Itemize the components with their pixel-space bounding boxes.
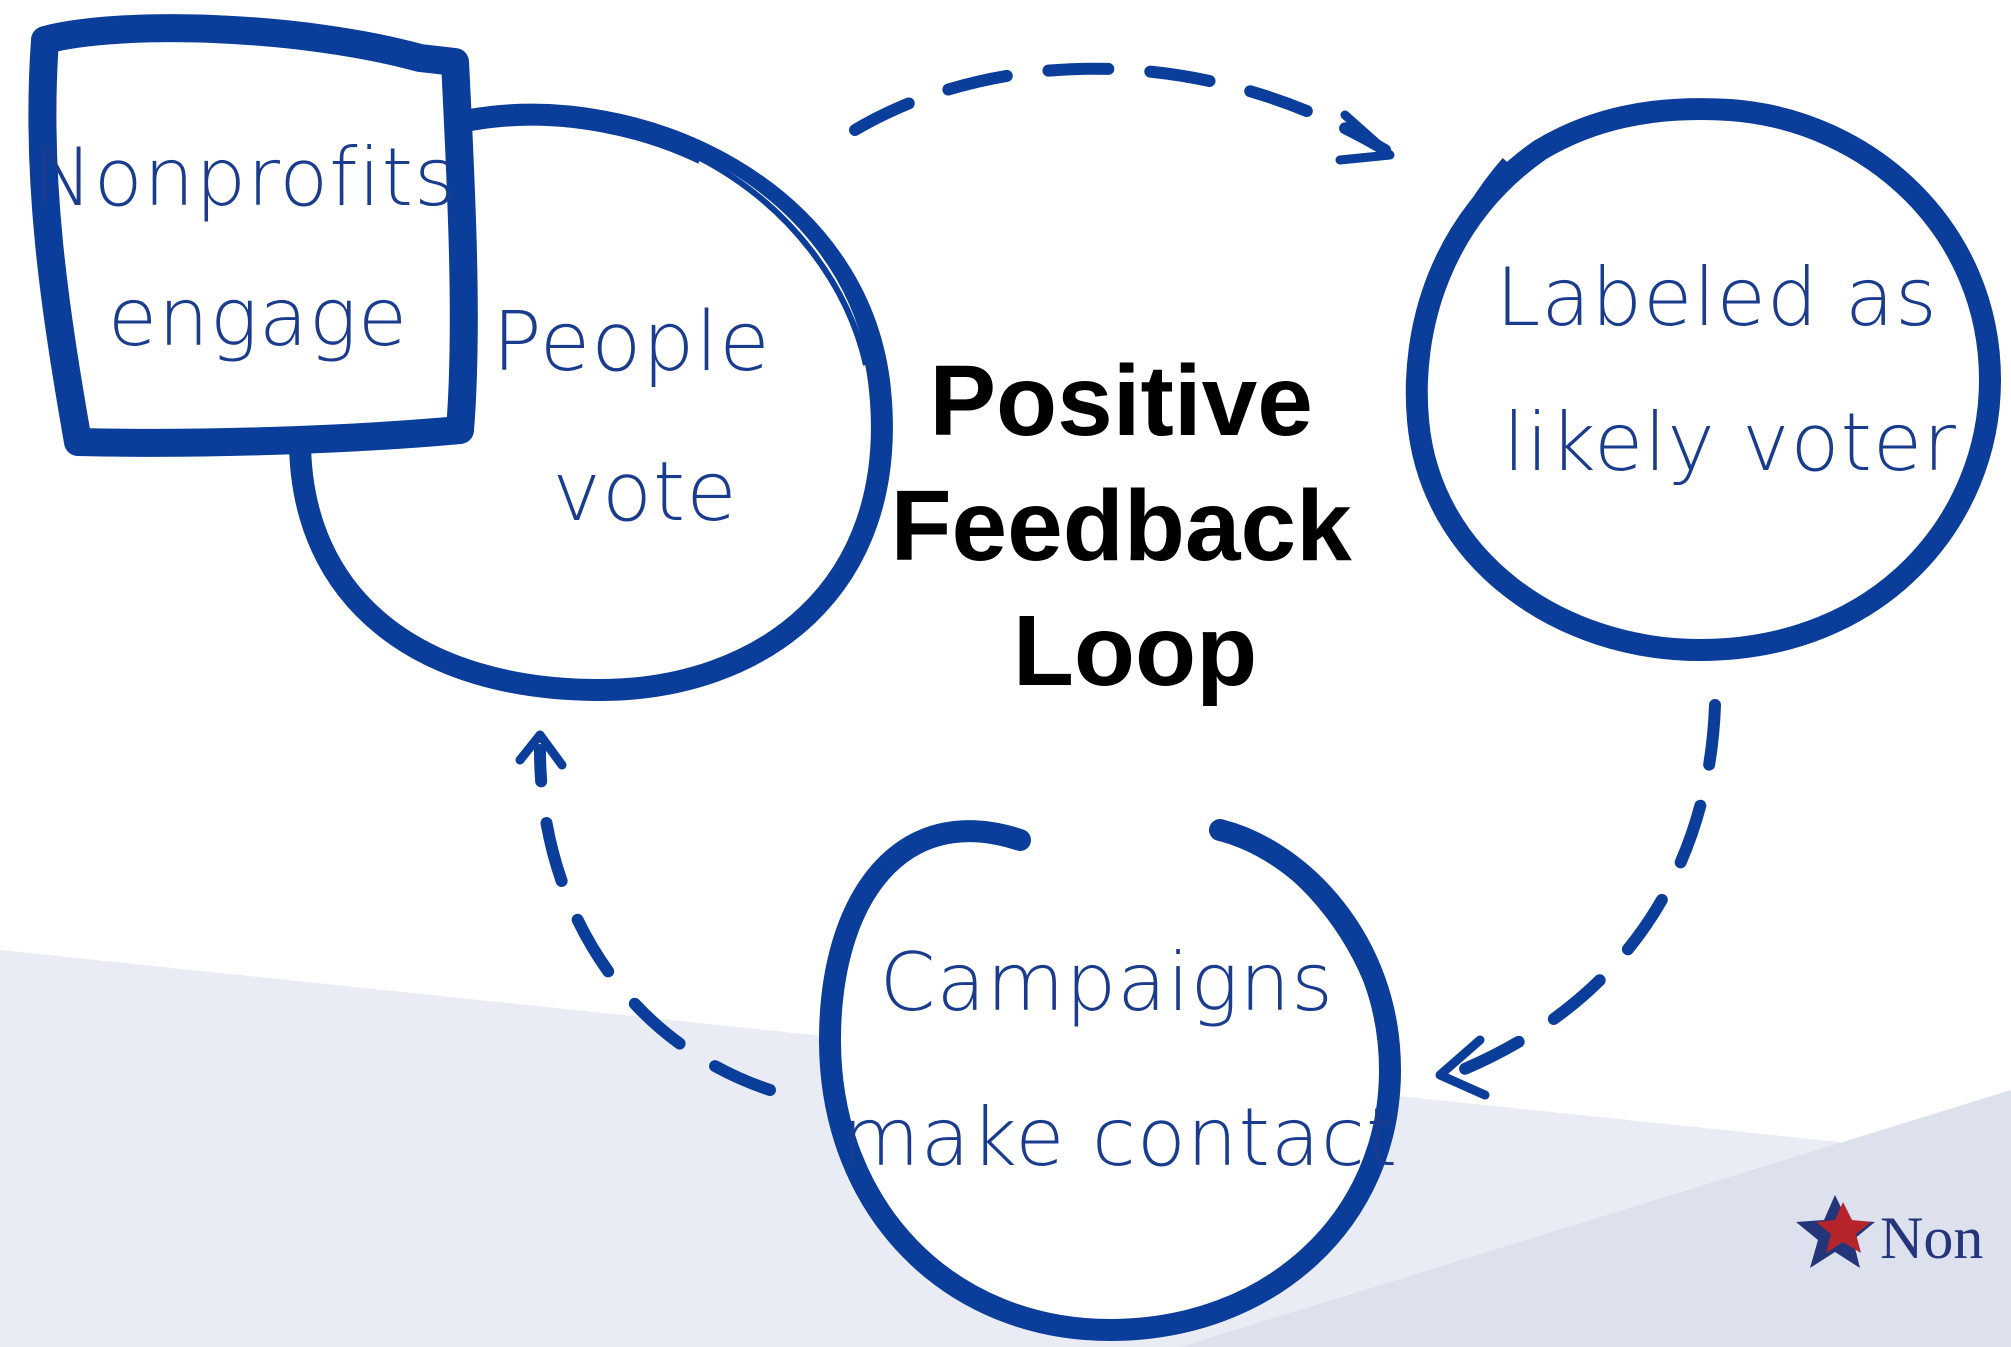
dashed-arrow-icon — [1435, 699, 1721, 1100]
node-labeled-likely-voter: Labeled as likely voter — [1405, 98, 2002, 662]
svg-text:Nonprofits engage: Nonprofits engage — [33, 131, 483, 364]
node-campaigns-line-1: Campaigns — [880, 936, 1334, 1029]
node-nonprofits-line-1: Nonprofits — [33, 131, 457, 224]
node-campaigns-line-2: make contact — [842, 1091, 1398, 1184]
node-campaigns-make-contact: Campaigns make contact — [818, 819, 1402, 1342]
svg-text:Labeled as likely voter: Labeled as likely voter — [1496, 251, 1964, 489]
dashed-arrow-icon — [515, 730, 776, 1096]
node-labeled-line-1: Labeled as — [1496, 251, 1938, 344]
node-nonprofits-engage: Nonprofits engage — [28, 14, 483, 457]
diagram-title: Positive Feedback Loop — [890, 345, 1379, 707]
svg-text:Campaigns make contact: Campaigns make contact — [842, 936, 1398, 1184]
dashed-arrow-icon — [849, 62, 1395, 165]
node-labeled-line-2: likely voter — [1503, 396, 1957, 489]
logo: Non — [1796, 1195, 1983, 1271]
background-band-right — [1180, 1090, 2011, 1347]
logo-text: Non — [1880, 1205, 1983, 1271]
title-line-3: Loop — [1013, 595, 1257, 707]
title-line-1: Positive — [929, 345, 1313, 457]
node-nonprofits-line-2: engage — [108, 271, 408, 364]
title-line-2: Feedback — [890, 470, 1352, 582]
star-logo-icon — [1796, 1195, 1875, 1268]
node-people-vote-line-1: People — [492, 295, 770, 390]
node-people-vote-line-2: vote — [552, 445, 737, 540]
svg-text:People vote: People vote — [492, 295, 798, 540]
